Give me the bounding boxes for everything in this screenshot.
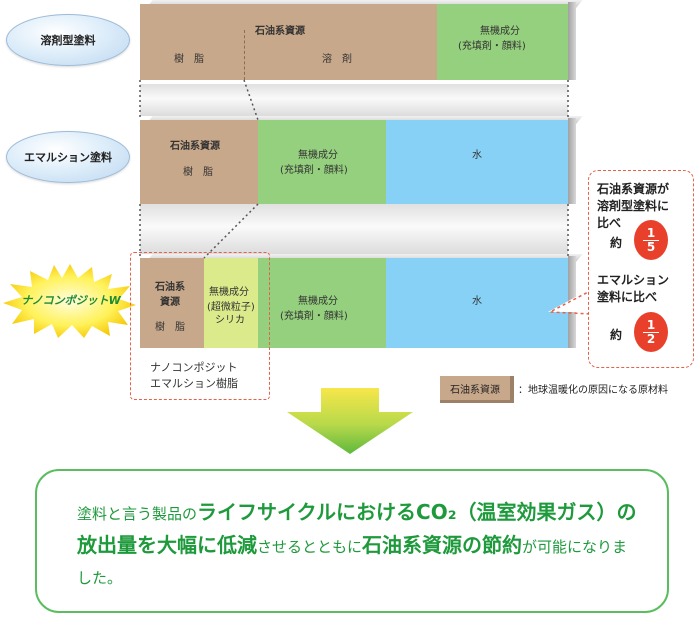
- row1-filler-block: [437, 4, 568, 80]
- row2-filler-title: 無機成分: [298, 150, 338, 161]
- nano-caption-line2: エマルション樹脂: [150, 377, 238, 390]
- callout-line4: エマルション: [597, 273, 670, 287]
- frac2-num: 1: [646, 317, 656, 332]
- row3-resin: 樹 脂: [155, 322, 185, 333]
- row2-filler-sub: (充填剤・顔料): [280, 165, 348, 176]
- callout-line5: 塗料に比べ: [597, 290, 658, 304]
- callout-line1: 石油系資源が: [597, 182, 670, 196]
- nano-label: ナノコンポジットW: [21, 294, 121, 307]
- row1-filler-sub: (充填剤・顔料): [458, 41, 526, 52]
- row2-water-block: [386, 120, 568, 204]
- frac1-num: 1: [646, 225, 656, 240]
- row1-resin-source: 石油系資源: [255, 26, 305, 37]
- row3-resin-source-1: 石油系: [155, 282, 185, 293]
- row2-water: 水: [472, 150, 482, 161]
- row1-side-edge: [568, 2, 576, 80]
- callout-pointer: [548, 288, 592, 315]
- row3-filler-block: [258, 258, 386, 348]
- row2-resin: 樹 脂: [183, 167, 213, 178]
- row-label-emulsion: エマルション塗料: [6, 131, 130, 183]
- row3-silica-sub2: シリカ: [215, 315, 245, 326]
- frac2-den: 2: [646, 331, 656, 346]
- down-arrow-icon: [287, 388, 413, 454]
- row-label-solvent: 溶剤型塗料: [6, 14, 130, 66]
- msg-part-3: させるとともに: [257, 538, 363, 556]
- legend-description: ：地球温暖化の原因になる原材料: [518, 385, 668, 396]
- fraction-one-half: 1 2: [634, 312, 668, 352]
- row2-side-edge: [568, 118, 576, 204]
- callout-line2: 溶剤型塗料に: [597, 199, 670, 213]
- msg-part-2: ライフサイクルにおけるCO₂（温室効果ガス）の放出量を大幅に低減: [77, 500, 637, 557]
- starburst-icon: [3, 264, 136, 338]
- callout-approx2: 約: [610, 328, 623, 342]
- callout-line3: 比べ: [597, 216, 622, 230]
- legend-swatch: 石油系資源: [440, 376, 514, 403]
- fraction-one-fifth: 1 5: [634, 220, 668, 260]
- row2-resin-block: [140, 120, 258, 204]
- conclusion-box: 塗料と言う製品のライフサイクルにおけるCO₂（温室効果ガス）の放出量を大幅に低減…: [35, 469, 669, 613]
- nano-caption-line1: ナノコンポジット: [150, 361, 238, 374]
- row1-resin-block: [140, 4, 437, 80]
- gap-band-2: [140, 204, 568, 254]
- row1-resin-solvent-divider: [244, 30, 245, 80]
- row3-water: 水: [472, 296, 482, 307]
- gap-band-1: [140, 84, 568, 116]
- row3-resin-block: [140, 258, 204, 348]
- row1-solvent: 溶 剤: [322, 54, 352, 65]
- row3-resin-source-2: 資源: [160, 297, 180, 308]
- frac1-den: 5: [646, 239, 656, 254]
- conclusion-text: 塗料と言う製品のライフサイクルにおけるCO₂（温室効果ガス）の放出量を大幅に低減…: [77, 497, 637, 594]
- row1-resin: 樹 脂: [174, 54, 204, 65]
- row2-resin-source: 石油系資源: [170, 141, 220, 152]
- callout-approx1: 約: [610, 236, 623, 250]
- row3-silica-block: [204, 258, 258, 348]
- row3-filler-sub: (充填剤・顔料): [280, 311, 348, 322]
- row1-filler-title: 無機成分: [480, 26, 520, 37]
- nano-composite-highlight: [130, 252, 270, 400]
- row3-silica-title: 無機成分: [209, 287, 249, 298]
- row2-filler-block: [258, 120, 386, 204]
- msg-part-1: 塗料と言う製品の: [77, 505, 198, 523]
- msg-part-5: が可能になりました。: [77, 538, 628, 587]
- msg-part-4: 石油系資源の節約: [362, 533, 523, 557]
- row3-filler-title: 無機成分: [298, 296, 338, 307]
- row3-water-block: [386, 258, 568, 348]
- row3-silica-sub1: (超微粒子): [207, 302, 255, 313]
